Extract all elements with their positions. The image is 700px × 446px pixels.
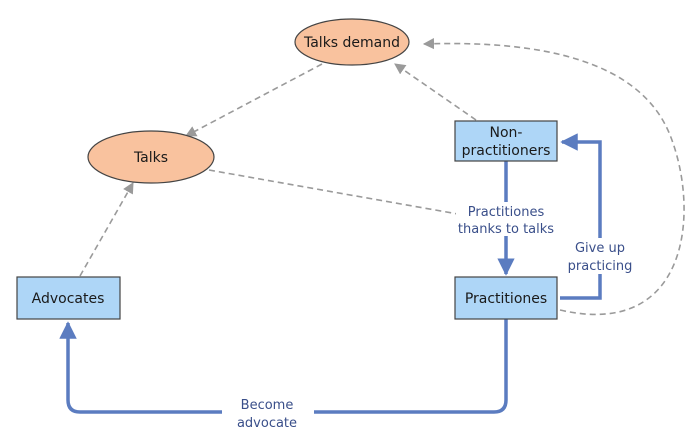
node-non-practitioners-label-line2: practitioners bbox=[462, 143, 551, 159]
node-talks-label: Talks bbox=[133, 150, 168, 166]
flow-label-bg-give-up bbox=[562, 238, 638, 274]
flow-label-become-line1: Become bbox=[241, 398, 294, 413]
node-non-practitioners[interactable] bbox=[454, 120, 558, 162]
flow-label-bg-thanks bbox=[456, 202, 556, 236]
flow-label-become-line2: advocate bbox=[237, 416, 297, 431]
node-talks-demand-label: Talks demand bbox=[303, 35, 400, 51]
flow-label-give-up-line2: practicing bbox=[568, 259, 633, 274]
node-practitiones-label: Practitiones bbox=[465, 291, 547, 307]
flow-practitiones-to-non-practitioners bbox=[560, 133, 602, 300]
link-talks-demand-to-talks bbox=[185, 63, 323, 137]
node-advocates-label: Advocates bbox=[32, 291, 105, 307]
node-advocates[interactable] bbox=[16, 276, 121, 320]
node-talks-demand[interactable] bbox=[294, 18, 410, 66]
flow-label-give-up-line1: Give up bbox=[575, 241, 625, 256]
flow-label-bg-become bbox=[222, 394, 314, 434]
node-non-practitioners-label-line1: Non- bbox=[490, 125, 523, 141]
link-non-practitioners-to-talks-demand bbox=[394, 63, 477, 121]
link-advocates-to-talks bbox=[79, 182, 134, 277]
node-talks[interactable] bbox=[87, 130, 215, 184]
flow-label-thanks-line1: Practitiones bbox=[468, 205, 545, 220]
link-talks-to-flow bbox=[208, 169, 494, 224]
link-practitiones-to-talks-demand bbox=[422, 38, 685, 316]
flow-label-thanks-line2: thanks to talks bbox=[458, 222, 554, 237]
node-practitiones[interactable] bbox=[454, 276, 558, 320]
